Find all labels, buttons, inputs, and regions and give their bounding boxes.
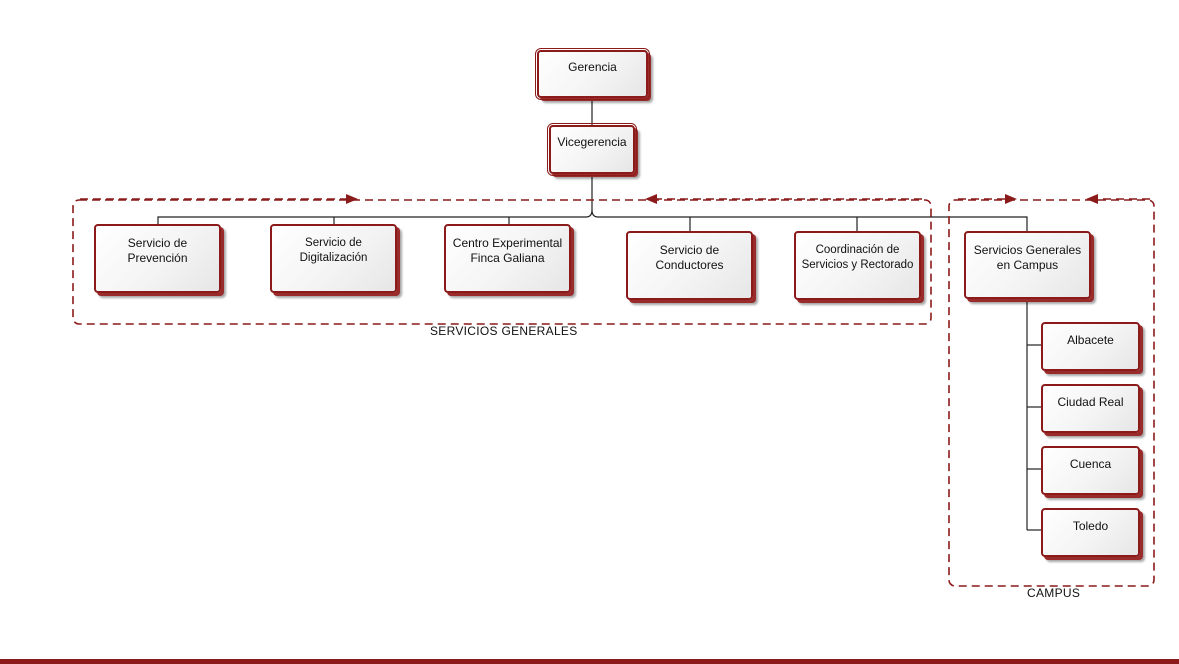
prevencion-node: Servicio de Prevención xyxy=(94,224,221,293)
toledo-node: Toledo xyxy=(1041,508,1140,557)
campus-group-label: CAMPUS xyxy=(1027,586,1081,600)
vicegerencia-label: Vicegerencia xyxy=(557,135,627,149)
albacete-label: Albacete xyxy=(1067,333,1114,347)
albacete-node: Albacete xyxy=(1041,322,1140,371)
digitalizacion-node: Servicio de Digitalización xyxy=(270,224,397,293)
gerencia-node: Gerencia xyxy=(535,48,650,100)
servicios-generales-group-label: SERVICIOS GENERALES xyxy=(430,324,578,338)
bottom-accent-bar xyxy=(0,659,1179,664)
toledo-label: Toledo xyxy=(1072,519,1109,533)
coordinacion-label: Coordinación de Servicios y Rectorado xyxy=(801,244,914,271)
ciudad-real-node: Ciudad Real xyxy=(1041,384,1140,433)
ciudad-real-label: Ciudad Real xyxy=(1057,395,1124,409)
conductores-label: Servicio de Conductores xyxy=(655,243,724,272)
prevencion-label: Servicio de Prevención xyxy=(127,236,188,265)
centro-label: Centro Experimental Finca Galiana xyxy=(452,236,563,265)
vicegerencia-node: Vicegerencia xyxy=(547,123,637,176)
campus-services-label: Servicios Generales en Campus xyxy=(973,243,1082,272)
digitalizacion-label: Servicio de Digitalización xyxy=(299,237,368,264)
cuenca-node: Cuenca xyxy=(1041,446,1140,495)
campus-services-node: Servicios Generales en Campus xyxy=(964,231,1091,299)
centro-node: Centro Experimental Finca Galiana xyxy=(444,224,571,293)
coordinacion-node: Coordinación de Servicios y Rectorado xyxy=(794,231,921,300)
gerencia-label: Gerencia xyxy=(568,59,617,74)
cuenca-label: Cuenca xyxy=(1069,457,1112,471)
conductores-node: Servicio de Conductores xyxy=(626,231,753,300)
